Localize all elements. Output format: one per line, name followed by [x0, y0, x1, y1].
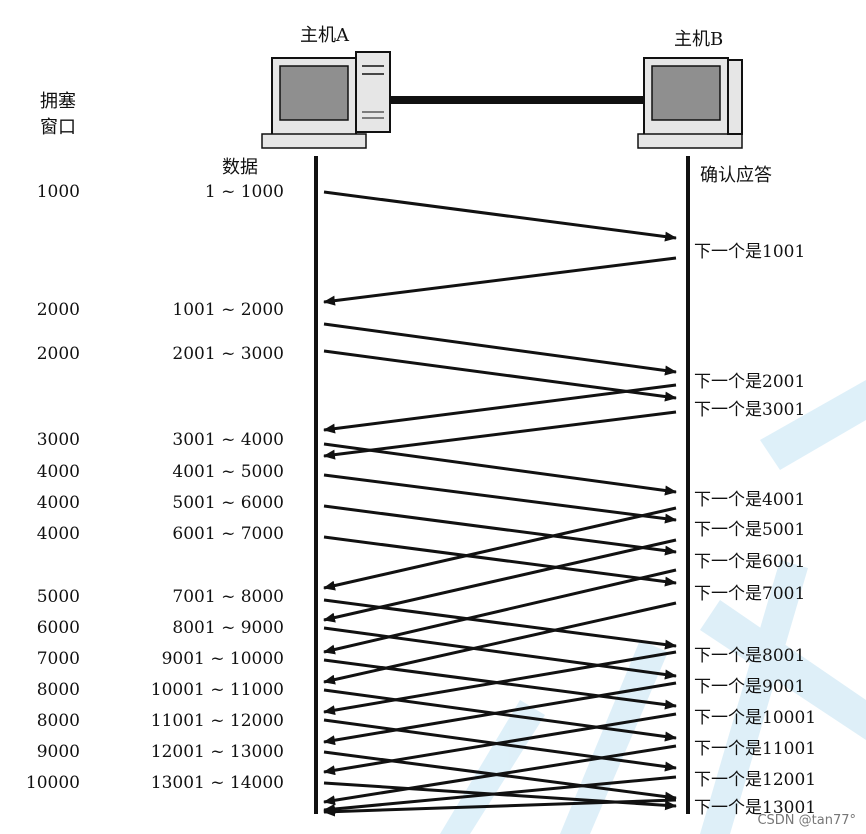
host-a-label: 主机A [300, 25, 349, 46]
host-b-label: 主机B [674, 29, 724, 50]
ack-arrow [323, 383, 677, 434]
data-range: 3001 ~ 4000 [172, 430, 284, 450]
data-segment-arrow [323, 504, 677, 556]
ack-label: 下一个是7001 [694, 584, 806, 604]
ack-arrow [323, 798, 677, 817]
data-range: 4001 ~ 5000 [172, 462, 284, 482]
data-range: 11001 ~ 12000 [150, 711, 284, 731]
data-range: 10001 ~ 11000 [150, 680, 284, 700]
ack-label: 下一个是3001 [694, 400, 806, 420]
data-range: 2001 ~ 3000 [172, 344, 284, 364]
cwnd-value: 4000 [36, 524, 80, 544]
data-range: 6001 ~ 7000 [172, 524, 284, 544]
ack-arrow [323, 506, 677, 591]
ack-arrow [323, 410, 677, 460]
ack-arrow [323, 775, 677, 814]
data-range: 1001 ~ 2000 [172, 300, 284, 320]
cwnd-title-line1: 拥塞 [40, 91, 76, 112]
data-range: 1 ~ 1000 [204, 182, 284, 202]
data-title: 数据 [222, 157, 258, 178]
cwnd-value: 8000 [36, 680, 80, 700]
ack-label: 下一个是11001 [694, 739, 817, 759]
data-range: 5001 ~ 6000 [172, 493, 284, 513]
data-segment-arrow [323, 535, 677, 587]
cwnd-value: 10000 [25, 773, 80, 793]
ack-arrow [323, 712, 677, 776]
data-range: 13001 ~ 14000 [150, 773, 284, 793]
ack-label: 下一个是6001 [694, 552, 806, 572]
data-segment-arrow [323, 626, 677, 680]
cwnd-title-line2: 窗口 [40, 117, 76, 138]
cwnd-value: 2000 [36, 300, 80, 320]
data-segment-arrow [323, 473, 677, 524]
data-range: 12001 ~ 13000 [150, 742, 284, 762]
ack-arrow [323, 601, 677, 685]
cwnd-value: 6000 [36, 618, 80, 638]
ack-label: 下一个是10001 [694, 708, 817, 728]
data-range: 8001 ~ 9000 [172, 618, 284, 638]
data-range: 7001 ~ 8000 [172, 587, 284, 607]
cwnd-value: 3000 [36, 430, 80, 450]
csdn-watermark: CSDN @tan77° [757, 813, 856, 828]
ack-label: 下一个是4001 [694, 490, 806, 510]
data-range: 9001 ~ 10000 [161, 649, 284, 669]
ack-arrow [323, 568, 677, 655]
cwnd-value: 4000 [36, 493, 80, 513]
data-segment-arrow [323, 190, 677, 242]
data-segment-arrow [323, 322, 677, 376]
message-arrows [323, 190, 677, 817]
ack-arrow [323, 538, 677, 623]
ack-label: 下一个是2001 [694, 372, 806, 392]
cwnd-value: 2000 [36, 344, 80, 364]
ack-label: 下一个是13001 [694, 798, 817, 818]
ack-arrow [323, 681, 677, 746]
ack-arrow [323, 744, 677, 806]
ack-title: 确认应答 [700, 165, 772, 186]
ack-label: 下一个是9001 [694, 677, 806, 697]
ack-label: 下一个是1001 [694, 242, 806, 262]
cwnd-value: 8000 [36, 711, 80, 731]
network-cable [390, 96, 644, 104]
cwnd-value: 4000 [36, 462, 80, 482]
cwnd-value: 9000 [36, 742, 80, 762]
ack-arrow [323, 256, 677, 306]
ack-label: 下一个是5001 [694, 520, 806, 540]
cwnd-value: 7000 [36, 649, 80, 669]
ack-label: 下一个是12001 [694, 770, 817, 790]
ack-label: 下一个是8001 [694, 646, 806, 666]
host-b-computer-icon [637, 57, 743, 149]
cwnd-value: 1000 [36, 182, 80, 202]
data-segment-arrow [323, 442, 677, 496]
host-a-computer-icon [261, 51, 391, 149]
cwnd-value: 5000 [36, 587, 80, 607]
ack-arrow [323, 650, 677, 716]
data-segment-arrow [323, 349, 677, 402]
